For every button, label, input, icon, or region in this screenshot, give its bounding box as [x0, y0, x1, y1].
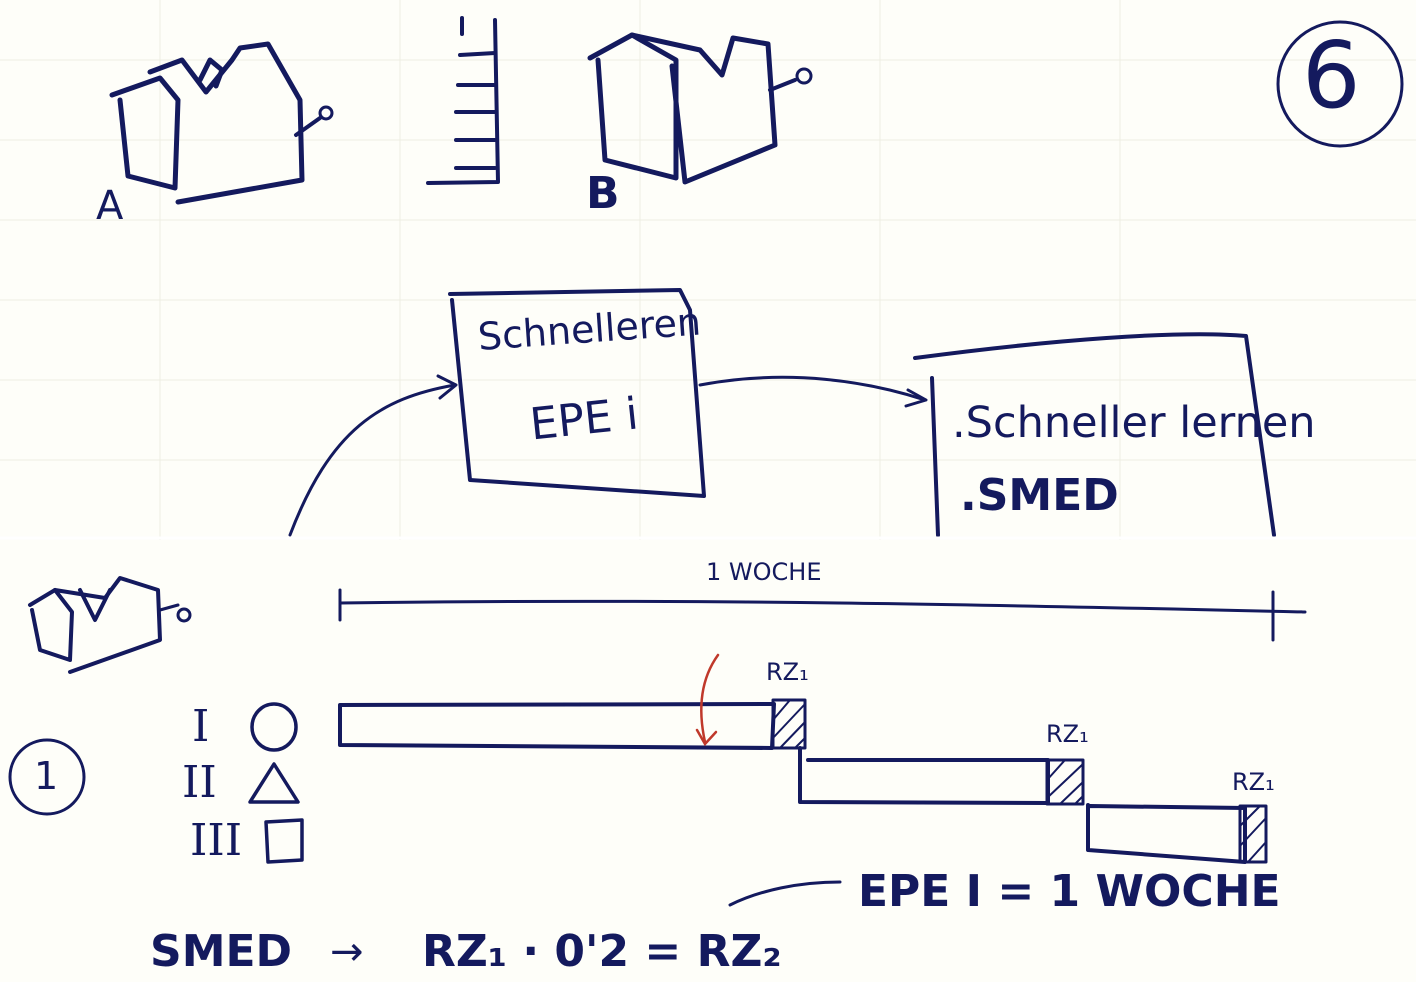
changeover-label-1: RZ₁ — [766, 658, 809, 686]
gantt-bar-2 — [798, 746, 1050, 805]
week-timeline — [338, 588, 1307, 642]
week-label: 1 WOCHE — [706, 558, 822, 586]
label-b: B — [586, 168, 620, 219]
grid-paper — [0, 0, 1416, 540]
page-number-circle — [1276, 20, 1404, 148]
box-smed — [913, 332, 1276, 537]
arrow-between-boxes — [698, 375, 928, 408]
changeover-block-2 — [1045, 758, 1085, 806]
small-part-icon — [28, 576, 192, 674]
box-schnelleren — [448, 288, 706, 498]
smed-equation-right: RZ₁ · 0'2 = RZ₂ — [422, 926, 782, 977]
box-right-line1: .Schneller lernen — [952, 398, 1316, 448]
part-a-sketch — [109, 41, 334, 205]
page-number: 6 — [1302, 22, 1361, 129]
epe-equation: EPE I = 1 WOCHE — [858, 866, 1281, 917]
changeover-block-3 — [1238, 804, 1268, 864]
label-a: A — [96, 183, 124, 229]
box-right-line2: .SMED — [960, 470, 1119, 521]
row-numeral-1: I — [192, 701, 210, 752]
part-b-sketch — [587, 32, 813, 185]
red-correction-arrow — [695, 653, 720, 747]
row-shape-triangle — [248, 762, 300, 804]
row-numeral-3: III — [190, 815, 243, 866]
changeover-label-2: RZ₁ — [1046, 720, 1089, 748]
gantt-bar-3 — [1086, 803, 1247, 864]
changeover-block-1 — [771, 698, 807, 750]
row-shape-square — [264, 818, 304, 864]
epe-connector-line — [728, 880, 842, 907]
step-number: 1 — [34, 754, 59, 798]
scale-ruler — [426, 16, 500, 185]
step-number-circle — [8, 738, 86, 816]
arrow-into-box — [288, 374, 458, 537]
smed-equation-arrow: → — [330, 929, 364, 975]
box-left-line2: EPE i — [527, 388, 641, 451]
smed-equation-left: SMED — [150, 926, 293, 977]
changeover-label-3: RZ₁ — [1232, 768, 1275, 796]
row-shape-circle — [250, 702, 298, 752]
row-numeral-2: II — [182, 757, 217, 808]
